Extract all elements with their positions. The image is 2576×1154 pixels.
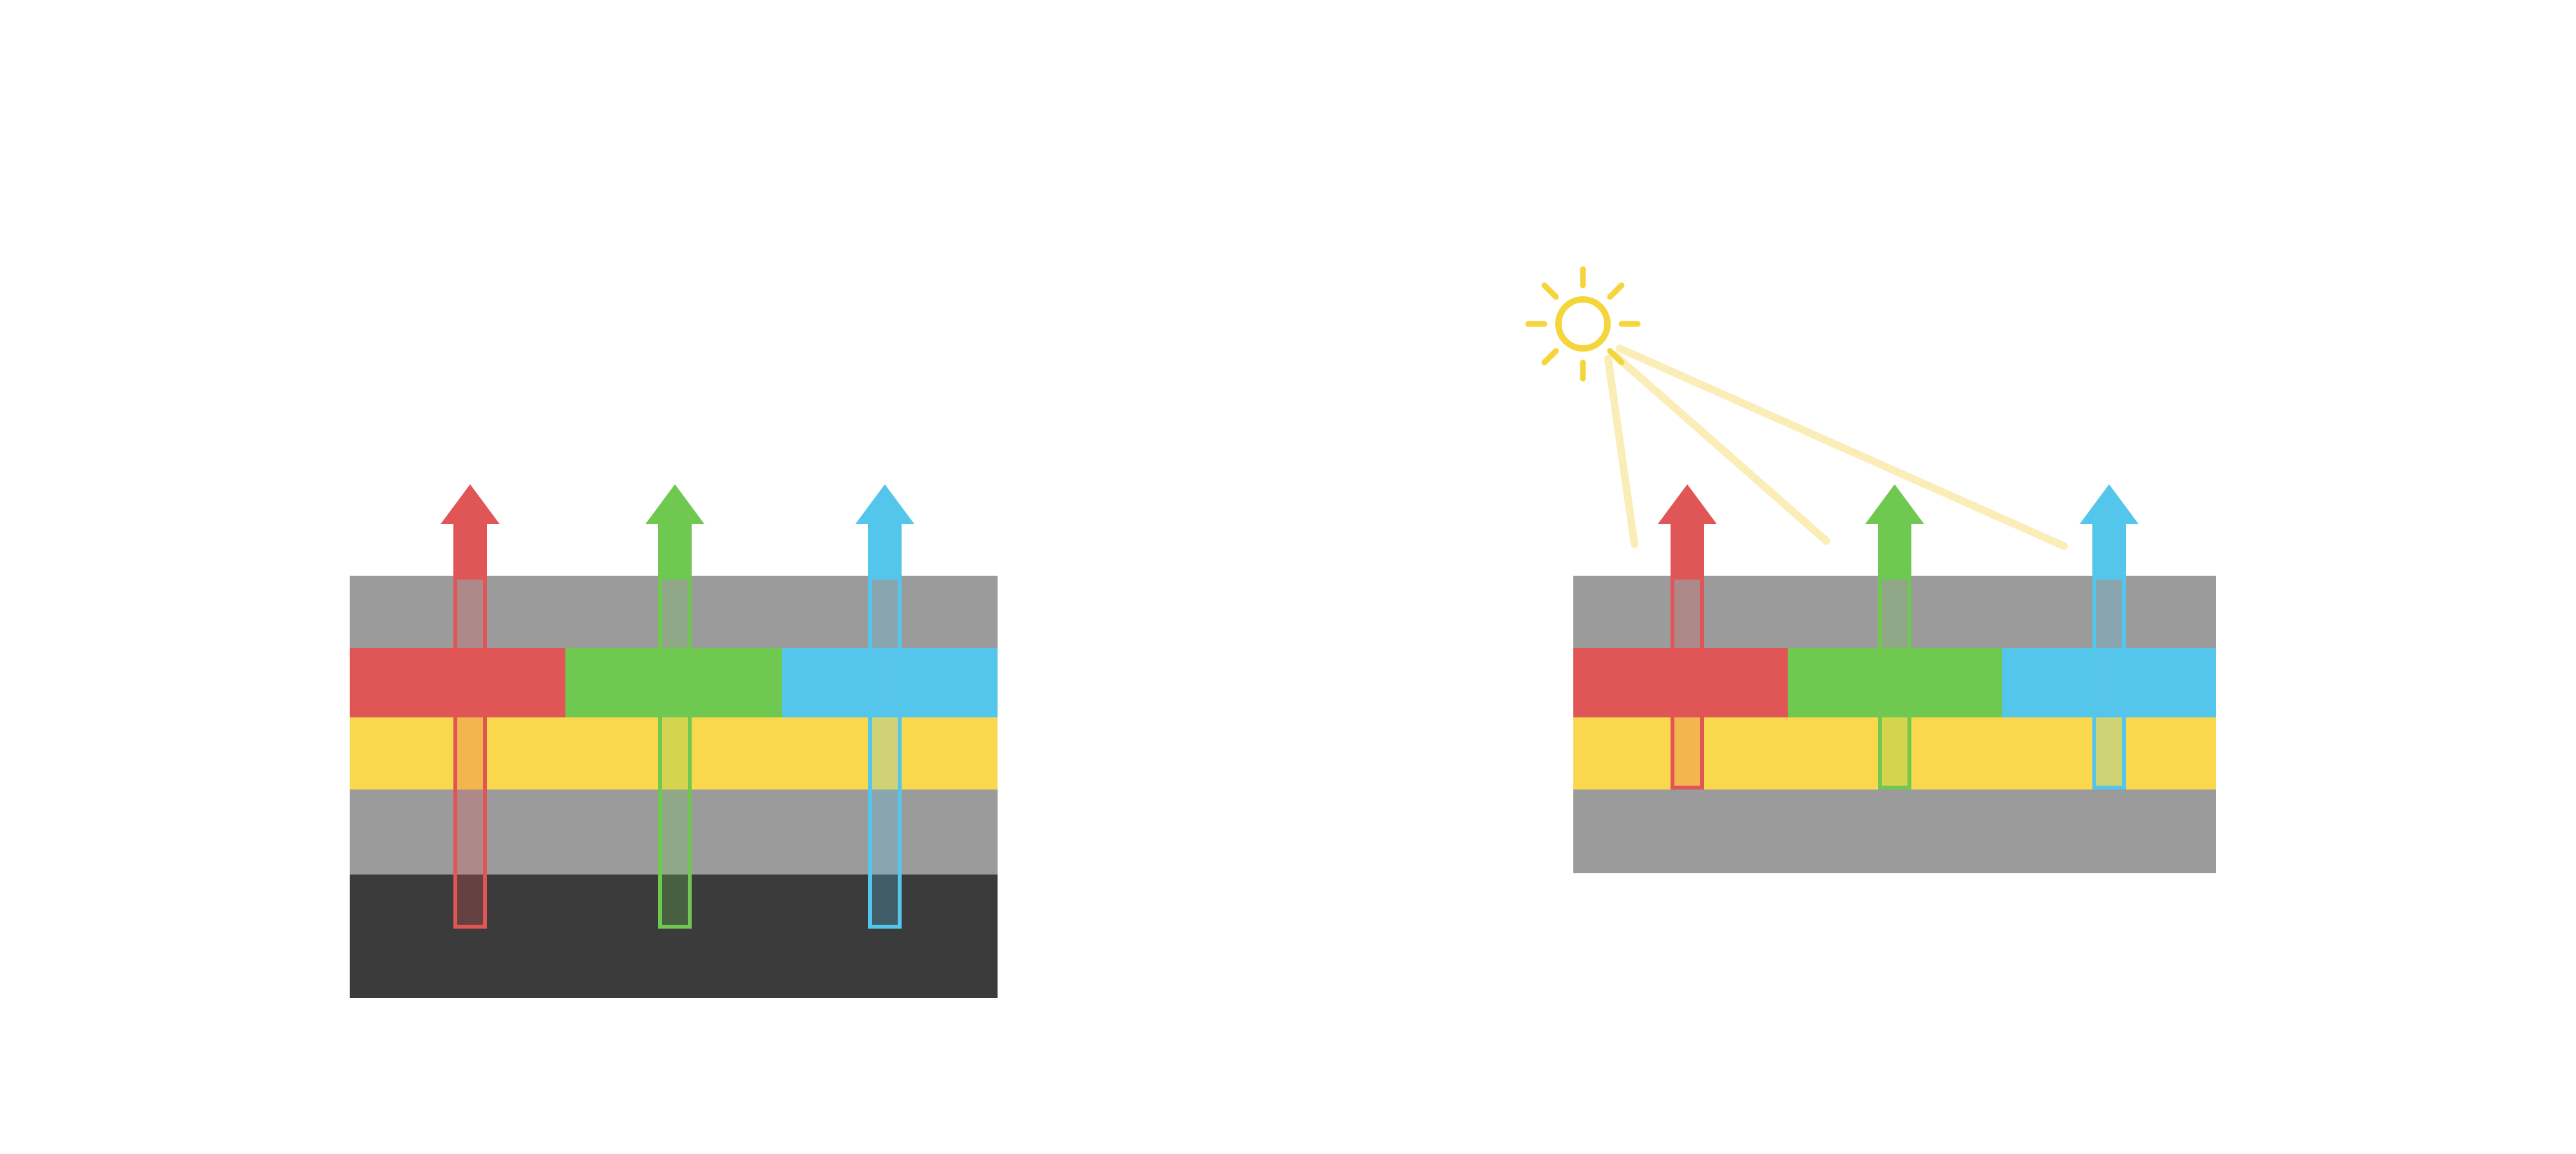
arrow-head	[645, 484, 705, 524]
arrow-through-body	[658, 576, 692, 929]
gray-layer-bottom	[1573, 790, 2216, 873]
arrow-head	[1865, 484, 1924, 524]
arrow-through-body	[1878, 576, 1911, 790]
arrow-through-body	[453, 576, 487, 929]
sun-rays	[1525, 266, 1641, 382]
red-filter-segment	[350, 648, 565, 717]
blue-light-arrow	[855, 484, 914, 929]
red-filter-segment	[1573, 648, 1788, 717]
arrow-through-body	[868, 576, 902, 929]
arrow-stem	[658, 524, 692, 576]
sunlight-beam	[1611, 351, 1830, 545]
blue-filter-segment	[2002, 648, 2216, 717]
blue-filter-segment	[782, 648, 998, 717]
green-light-arrow	[645, 484, 705, 929]
yellow-layer	[1573, 717, 2216, 790]
arrow-stem	[453, 524, 487, 576]
arrow-head	[855, 484, 914, 524]
arrow-through-body	[2092, 576, 2126, 790]
arrow-stem	[868, 524, 902, 576]
arrow-stem	[1878, 524, 1911, 576]
sun-icon	[1525, 266, 1641, 382]
gray-layer-top	[350, 576, 998, 648]
gray-layer-top	[1573, 576, 2216, 648]
green-filter-segment	[565, 648, 782, 717]
backlight-layer	[350, 875, 998, 998]
green-filter-segment	[1788, 648, 2002, 717]
green-light-arrow	[1865, 484, 1924, 790]
sun-disc	[1555, 296, 1611, 352]
yellow-layer	[350, 717, 998, 790]
arrow-head	[2079, 484, 2139, 524]
red-light-arrow	[1658, 484, 1717, 790]
arrow-head	[440, 484, 500, 524]
gray-layer-bottom	[350, 790, 998, 875]
blue-light-arrow	[2079, 484, 2139, 790]
arrow-stem	[2092, 524, 2126, 576]
arrow-through-body	[1671, 576, 1704, 790]
sunlight-beam	[1604, 355, 1638, 548]
arrow-stem	[1671, 524, 1704, 576]
arrow-head	[1658, 484, 1717, 524]
red-light-arrow	[440, 484, 500, 929]
